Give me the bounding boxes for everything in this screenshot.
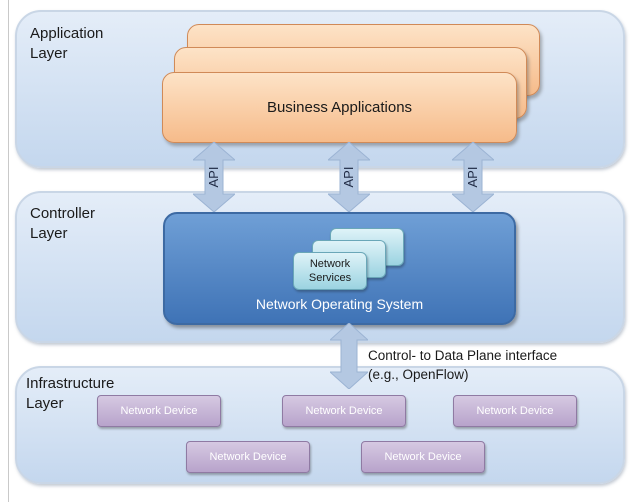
network-device-5-label: Network Device	[384, 451, 462, 463]
network-services-card-front: Network Services	[293, 252, 367, 290]
nos-label-wrap: Network Operating System	[163, 296, 516, 316]
network-device-5: Network Device	[361, 441, 485, 473]
api-arrow-middle	[328, 142, 370, 212]
network-device-3: Network Device	[453, 395, 577, 427]
interface-label: Control- to Data Plane interface (e.g., …	[368, 348, 558, 382]
api-label-right: API	[465, 166, 480, 188]
application-layer-label: Application Layer	[30, 25, 104, 62]
left-border-line	[8, 0, 9, 502]
api-arrow-left	[193, 142, 235, 212]
controller-layer-label: Controller Layer	[30, 205, 96, 242]
network-operating-system-label: Network Operating System	[255, 296, 424, 312]
network-device-3-label: Network Device	[476, 405, 554, 417]
api-arrow-right	[452, 142, 494, 212]
network-device-4: Network Device	[186, 441, 310, 473]
network-services-label: Network Services	[308, 258, 352, 284]
network-device-1: Network Device	[97, 395, 221, 427]
infrastructure-layer-label: Infrastructure Layer	[26, 375, 115, 412]
business-applications-label: Business Applications	[266, 99, 413, 116]
network-device-2: Network Device	[282, 395, 406, 427]
network-device-4-label: Network Device	[209, 451, 287, 463]
network-device-1-label: Network Device	[120, 405, 198, 417]
api-label-left: API	[206, 166, 221, 188]
interface-arrow	[330, 323, 368, 389]
api-label-middle: API	[341, 166, 356, 188]
business-application-card-front: Business Applications	[162, 72, 517, 143]
network-device-2-label: Network Device	[305, 405, 383, 417]
